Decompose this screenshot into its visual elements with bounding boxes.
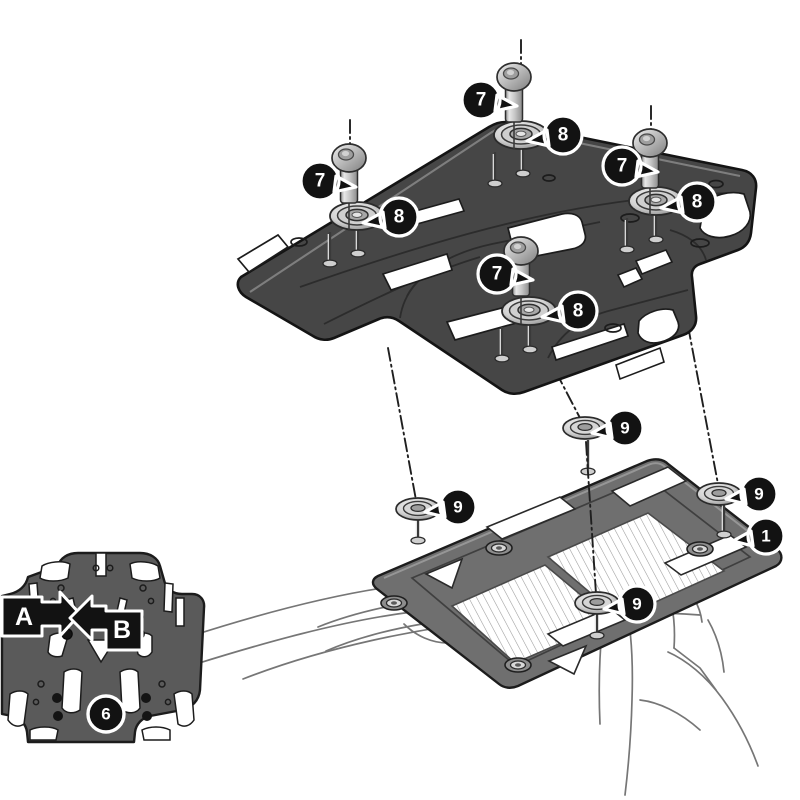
inset-slot-bottom-edge-left [29, 726, 59, 741]
centerline-mid-lower [585, 441, 597, 595]
callout-7-topleft-label: 7 [315, 171, 326, 192]
callout-9-mid[interactable]: 9 [602, 584, 657, 624]
top-plate-slot-left [236, 233, 290, 274]
adapter-slot-2 [610, 466, 688, 507]
mounting-hole-br-1 [141, 693, 151, 703]
top-plate-slot-right-hex [637, 308, 680, 344]
centerline-right [687, 325, 719, 485]
inset-slot-lower-left [47, 632, 69, 658]
callout-1-right-label: 1 [761, 527, 770, 546]
inset-slot-bottom-right [119, 668, 141, 714]
top-plate-diamond-cutout [616, 266, 644, 289]
inset-slot-top-left [39, 561, 71, 582]
callout-9-mid-label: 9 [632, 595, 641, 614]
tag-b[interactable]: B [68, 594, 144, 652]
callout-9-right[interactable]: 9 [724, 474, 779, 514]
mounting-hole-br-2 [142, 711, 152, 721]
top-plate-slot-left2 [381, 252, 454, 292]
callout-9-upper[interactable]: 9 [590, 408, 645, 448]
callout-8-topright-label: 8 [692, 192, 703, 213]
callout-9-upper-label: 9 [620, 419, 629, 438]
top-plate-slot-lower-right [615, 346, 665, 381]
callout-1-right[interactable]: 1 [731, 516, 786, 556]
callout-7-topmid[interactable]: 7 [460, 79, 519, 121]
callout-8-topright[interactable]: 8 [659, 181, 718, 223]
callout-8-topmid-label: 8 [558, 125, 569, 146]
inset-slot-right-upper [163, 582, 174, 613]
adapter-slot-1 [485, 496, 577, 540]
callout-6-inset-label: 6 [101, 705, 110, 724]
callout-7-center[interactable]: 7 [476, 253, 535, 295]
tag-a[interactable]: A [0, 590, 82, 638]
callout-9-left[interactable]: 9 [423, 487, 478, 527]
mounting-hole-bl-1 [52, 693, 62, 703]
callout-7-center-label: 7 [492, 264, 503, 285]
inset-slot-top-right [129, 561, 161, 582]
callout-7-topleft[interactable]: 7 [299, 160, 358, 202]
callout-7-topmid-label: 7 [476, 90, 487, 111]
inset-slot-right-outer [175, 597, 185, 627]
callout-8-topleft-label: 8 [394, 207, 405, 228]
callout-7-topright[interactable]: 7 [601, 145, 660, 187]
adapter-boss-d [686, 541, 714, 557]
callout-9-left-label: 9 [453, 498, 462, 517]
inset-detail-plate[interactable] [0, 551, 206, 744]
inset-slot-bottom-far-right [173, 690, 195, 727]
inset-slot-bottom-left [61, 668, 83, 714]
inset-slot-bottom-far-left [7, 690, 29, 727]
adapter-boss-c [504, 657, 532, 673]
callout-8-center[interactable]: 8 [540, 290, 599, 332]
washer-large-center[interactable] [501, 296, 557, 326]
top-plate-small-holes [290, 174, 724, 333]
mounting-hole-bl-2 [53, 711, 63, 721]
callout-8-topleft[interactable]: 8 [361, 196, 420, 238]
tag-layer[interactable]: A B [0, 590, 144, 652]
callout-layer[interactable]: 7 8 7 8 7 8 7 [86, 79, 786, 734]
adapter-cutout-tri-2 [547, 644, 588, 676]
callout-6-inset[interactable]: 6 [86, 694, 126, 734]
inset-slot-bottom-edge-right [141, 726, 171, 741]
callout-8-center-label: 8 [573, 301, 584, 322]
tag-b-label: B [113, 616, 131, 644]
inset-plate-top-notch [95, 552, 107, 577]
callout-9-right-label: 9 [754, 485, 763, 504]
tag-a-label: A [15, 603, 33, 631]
adapter-cutout-tri-1 [424, 557, 464, 590]
adapter-boss-a [485, 540, 513, 556]
centerline-left [387, 347, 417, 501]
adapter-plate-bevel [383, 462, 773, 579]
adapter-slot-4 [546, 607, 627, 647]
top-plate-slot-lower-center [550, 322, 630, 362]
adapter-boss-b [380, 595, 408, 611]
top-plate-slot-small-right [634, 249, 674, 276]
callout-8-topmid[interactable]: 8 [525, 114, 584, 156]
callout-7-topright-label: 7 [617, 156, 628, 177]
